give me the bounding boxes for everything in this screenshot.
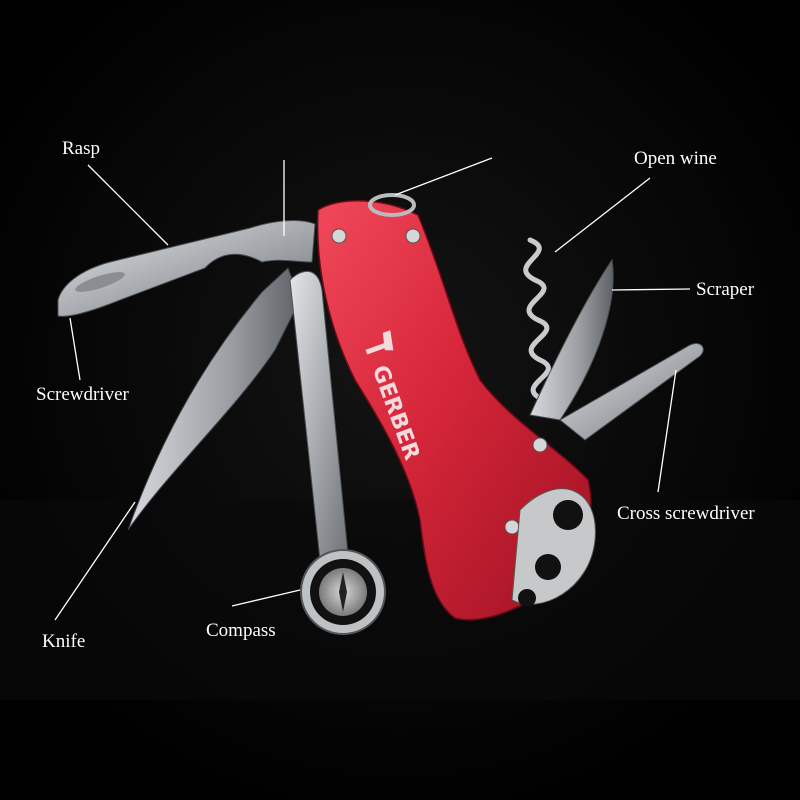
rivet — [532, 437, 548, 453]
leader-open-wine — [554, 177, 651, 253]
rivet — [331, 228, 347, 244]
table-surface — [0, 500, 800, 700]
rivet — [405, 228, 421, 244]
label-compass: Compass — [206, 620, 276, 641]
label-screwdriver: Screwdriver — [36, 384, 129, 405]
scraper-blade — [529, 258, 614, 421]
compass — [300, 549, 386, 635]
finger-holes — [511, 488, 596, 607]
label-open-wine: Open wine — [634, 148, 717, 169]
leader-scraper — [611, 288, 691, 291]
leader-keyring — [394, 157, 493, 196]
leader-compass — [231, 589, 301, 607]
label-scraper: Scraper — [696, 279, 755, 300]
leader-rasp — [87, 164, 169, 246]
rasp-screwdriver-arm — [57, 220, 316, 317]
cross-screwdriver — [559, 342, 704, 441]
key-ring — [368, 193, 416, 217]
rasp-slot — [75, 272, 125, 292]
compass-arm — [289, 271, 349, 561]
label-knife: Knife — [42, 631, 86, 652]
callout-leaders — [54, 157, 691, 621]
rivet — [504, 519, 520, 535]
corkscrew — [523, 237, 551, 401]
leader-cross-screwdriver — [657, 369, 677, 493]
knife-blade — [127, 267, 301, 531]
leader-screwdriver — [69, 317, 81, 381]
leader-knife — [54, 501, 136, 621]
label-rasp: Rasp — [62, 138, 100, 159]
label-cross-screwdriver: Cross screwdriver — [617, 503, 755, 524]
